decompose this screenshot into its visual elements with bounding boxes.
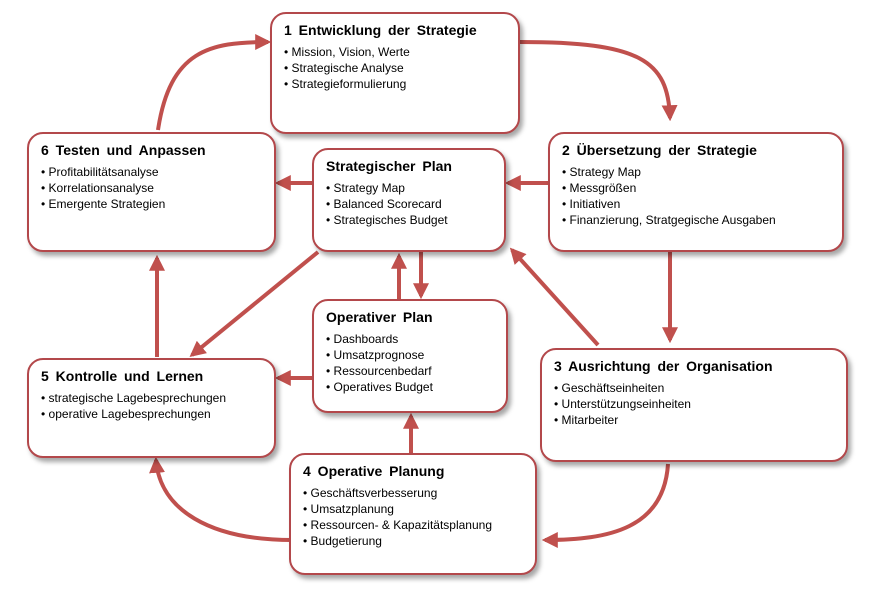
box-list: Profitabilitätsanalyse Korrelationsanaly… — [41, 164, 264, 212]
box-operative-planung: 4 Operative Planung Geschäftsverbesserun… — [289, 453, 537, 575]
list-item: Strategieformulierung — [284, 76, 508, 92]
box-title: 2 Übersetzung der Strategie — [562, 142, 757, 158]
box-list: Mission, Vision, Werte Strategische Anal… — [284, 44, 508, 92]
list-item: Budgetierung — [303, 533, 525, 549]
box-title: 1 Entwicklung der Strategie — [284, 22, 477, 38]
list-item: Operatives Budget — [326, 379, 496, 395]
box-operativer-plan: Operativer Plan Dashboards Umsatzprognos… — [312, 299, 508, 413]
box-title: 6 Testen und Anpassen — [41, 142, 206, 158]
box-list: strategische Lagebesprechungen operative… — [41, 390, 264, 422]
list-item: Umsatzprognose — [326, 347, 496, 363]
box-title: Strategischer Plan — [326, 158, 452, 174]
box-list: Strategy Map Balanced Scorecard Strategi… — [326, 180, 494, 228]
list-item: Strategisches Budget — [326, 212, 494, 228]
list-item: Messgrößen — [562, 180, 832, 196]
list-item: Dashboards — [326, 331, 496, 347]
box-list: Dashboards Umsatzprognose Ressourcenbeda… — [326, 331, 496, 395]
box-uebersetzung: 2 Übersetzung der Strategie Strategy Map… — [548, 132, 844, 252]
list-item: operative Lagebesprechungen — [41, 406, 264, 422]
arrow-strategic-plan-to-5 — [189, 250, 320, 358]
list-item: Balanced Scorecard — [326, 196, 494, 212]
box-list: Strategy Map Messgrößen Initiativen Fina… — [562, 164, 832, 228]
box-kontrolle: 5 Kontrolle und Lernen strategische Lage… — [27, 358, 276, 458]
box-title: 3 Ausrichtung der Organisation — [554, 358, 773, 374]
list-item: strategische Lagebesprechungen — [41, 390, 264, 406]
box-ausrichtung: 3 Ausrichtung der Organisation Geschäfts… — [540, 348, 848, 462]
box-list: Geschäftseinheiten Unterstützungseinheit… — [554, 380, 836, 428]
list-item: Strategy Map — [562, 164, 832, 180]
list-item: Geschäftseinheiten — [554, 380, 836, 396]
box-entwicklung: 1 Entwicklung der Strategie Mission, Vis… — [270, 12, 520, 134]
list-item: Mitarbeiter — [554, 412, 836, 428]
list-item: Korrelationsanalyse — [41, 180, 264, 196]
list-item: Initiativen — [562, 196, 832, 212]
list-item: Emergente Strategien — [41, 196, 264, 212]
box-title: Operativer Plan — [326, 309, 433, 325]
arrow-4-to-5 — [149, 456, 293, 542]
arrow-6-to-1 — [156, 34, 272, 131]
list-item: Strategy Map — [326, 180, 494, 196]
arrow-1-to-2 — [519, 40, 678, 122]
arrow-3-to-4 — [541, 463, 670, 548]
box-title: 5 Kontrolle und Lernen — [41, 368, 204, 384]
list-item: Strategische Analyse — [284, 60, 508, 76]
box-testen: 6 Testen und Anpassen Profitabilitätsana… — [27, 132, 276, 252]
box-list: Geschäftsverbesserung Umsatzplanung Ress… — [303, 485, 525, 549]
list-item: Mission, Vision, Werte — [284, 44, 508, 60]
list-item: Profitabilitätsanalyse — [41, 164, 264, 180]
box-title: 4 Operative Planung — [303, 463, 445, 479]
box-strategischer-plan: Strategischer Plan Strategy Map Balanced… — [312, 148, 506, 252]
list-item: Umsatzplanung — [303, 501, 525, 517]
list-item: Ressourcen- & Kapazitätsplanung — [303, 517, 525, 533]
arrow-3-to-strategic-plan — [509, 247, 600, 347]
list-item: Ressourcenbedarf — [326, 363, 496, 379]
list-item: Geschäftsverbesserung — [303, 485, 525, 501]
list-item: Unterstützungseinheiten — [554, 396, 836, 412]
list-item: Finanzierung, Stratgegische Ausgaben — [562, 212, 832, 228]
